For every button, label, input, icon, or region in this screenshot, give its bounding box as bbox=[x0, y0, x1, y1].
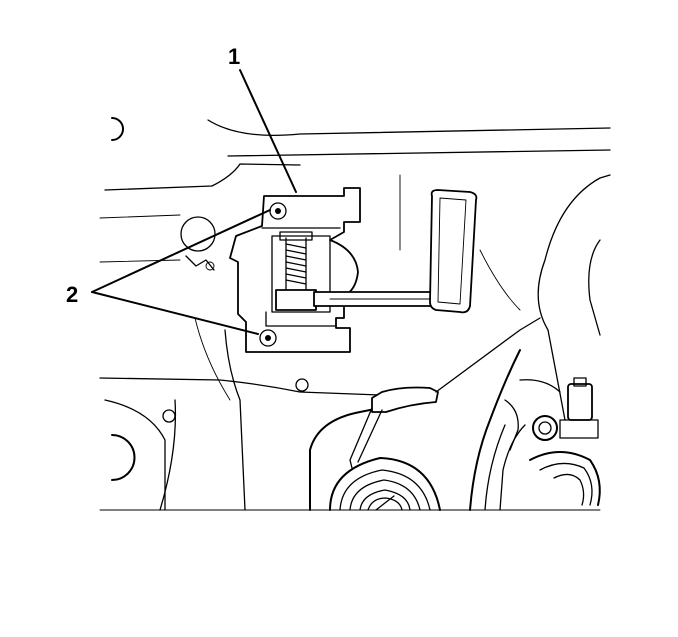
callout-1: 1 bbox=[228, 44, 297, 193]
callout-2: 2 bbox=[66, 209, 271, 335]
callout-2-label: 2 bbox=[66, 282, 78, 307]
callout-1-leader bbox=[239, 69, 297, 193]
check-spring bbox=[275, 231, 317, 311]
callout-2-leader-upper bbox=[91, 209, 271, 293]
door-panel-outline bbox=[99, 119, 611, 511]
panel-holes bbox=[111, 117, 309, 481]
door-check-assembly bbox=[229, 187, 478, 353]
callout-1-label: 1 bbox=[228, 44, 240, 69]
callout-2-leader-lower bbox=[91, 291, 259, 335]
speaker-assembly bbox=[309, 317, 541, 511]
latch-components bbox=[469, 349, 601, 511]
